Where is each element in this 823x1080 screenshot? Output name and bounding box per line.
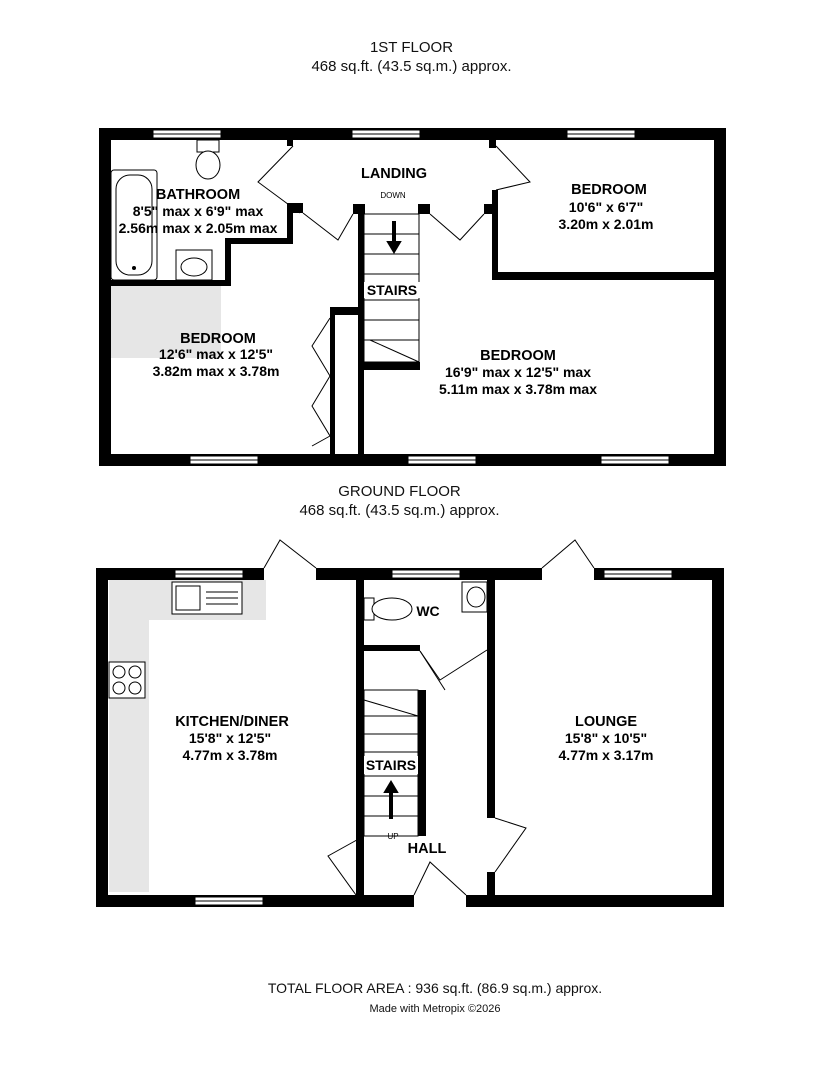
down-label: DOWN (380, 191, 406, 200)
toilet-cistern (196, 139, 220, 153)
wall (287, 203, 303, 213)
bedroom-main-dim-metric: 5.11m max x 3.78m max (439, 381, 597, 397)
wall (492, 272, 722, 280)
wall (287, 140, 293, 146)
bathroom-label: BATHROOM (156, 187, 240, 203)
door-swing (257, 145, 301, 214)
lounge-label: LOUNGE (575, 714, 637, 730)
door-swing (263, 539, 317, 569)
door-swing (541, 539, 595, 569)
wall (96, 568, 108, 906)
stairs-label-bg (364, 282, 420, 298)
hob-ring (128, 665, 142, 679)
wall (99, 128, 111, 466)
hob-ring (128, 681, 142, 695)
kitchen-label: KITCHEN/DINER (175, 714, 289, 730)
credit: Made with Metropix ©2026 (369, 1003, 501, 1015)
basin-bowl (180, 257, 208, 277)
wall (358, 210, 364, 466)
wardrobe-doors (311, 317, 331, 447)
stairs-label-bg (364, 756, 418, 774)
wall (353, 204, 365, 214)
first-floor-plan: BATHROOM 8'5" max x 6'9" max 2.56m max x… (99, 128, 726, 466)
first-floor-area: 468 sq.ft. (43.5 sq.m.) approx. (311, 58, 512, 75)
wall (712, 568, 724, 906)
bathroom-dim-imperial: 8'5" max x 6'9" max (133, 203, 264, 219)
kitchen-dim-imperial: 15'8" x 12'5" (189, 730, 271, 746)
wall (356, 568, 364, 895)
first-floor-title: 1ST FLOOR (369, 39, 454, 56)
wall (489, 140, 496, 148)
bedroom-main-dim-imperial: 16'9" max x 12'5" max (445, 364, 591, 380)
bedroom-left-dim-metric: 3.82m max x 3.78m (153, 363, 280, 379)
door-swing (495, 145, 531, 191)
lounge-dim-imperial: 15'8" x 10'5" (565, 730, 647, 746)
door-swing (327, 835, 365, 896)
stairs-label: STAIRS (366, 757, 416, 773)
arrow-up-icon (383, 780, 399, 819)
wc-label: WC (416, 603, 439, 619)
toilet-bowl (195, 150, 221, 180)
wall (356, 645, 420, 651)
wall (330, 307, 364, 315)
bedroom-left-label: BEDROOM (180, 331, 256, 347)
hob (108, 661, 146, 699)
door-swing (494, 817, 527, 873)
wall (714, 128, 726, 466)
sink-bowl (175, 585, 201, 611)
wall (418, 690, 426, 836)
wall (487, 568, 495, 818)
ground-floor-title: GROUND FLOOR (338, 483, 461, 500)
worktop (109, 580, 149, 892)
wall (287, 216, 293, 244)
bedroom-right-label: BEDROOM (571, 182, 647, 198)
door-swing (419, 650, 446, 691)
door-swing (413, 861, 467, 896)
stair-treads (364, 233, 420, 363)
wall (99, 280, 229, 286)
wall (99, 201, 109, 241)
landing-label: LANDING (361, 166, 427, 182)
bathroom-dim-metric: 2.56m max x 2.05m max (119, 220, 278, 236)
wall (225, 238, 291, 244)
wall (484, 204, 496, 214)
wall (466, 895, 724, 907)
door-swing (419, 649, 488, 681)
bedroom-right-dim-imperial: 10'6" x 6'7" (569, 199, 643, 215)
wall (330, 307, 335, 460)
wall (418, 204, 430, 214)
shading (111, 283, 221, 358)
up-label: UP (387, 832, 398, 841)
stairs-label: STAIRS (367, 282, 417, 298)
hall-label: HALL (408, 841, 447, 857)
wall (492, 190, 498, 278)
arrow-down-icon (386, 221, 402, 254)
wall (225, 240, 231, 286)
wall (358, 362, 420, 370)
door-swing (429, 213, 485, 241)
kitchen-dim-metric: 4.77m x 3.78m (183, 747, 278, 763)
door-swing (302, 212, 354, 241)
bath-tap (132, 266, 136, 270)
bedroom-main-label: BEDROOM (480, 348, 556, 364)
ground-floor-plan: KITCHEN/DINER 15'8" x 12'5" 4.77m x 3.78… (96, 539, 724, 907)
lounge-dim-metric: 4.77m x 3.17m (559, 747, 654, 763)
bedroom-right-dim-metric: 3.20m x 2.01m (559, 216, 654, 232)
hob-ring (112, 665, 126, 679)
stair-treads (363, 699, 419, 817)
total-floor-area: TOTAL FLOOR AREA : 936 sq.ft. (86.9 sq.m… (267, 980, 603, 996)
toilet-bowl (371, 597, 413, 621)
bath-inner (115, 174, 153, 276)
wall (487, 872, 495, 906)
basin-bowl (466, 586, 486, 608)
bedroom-left-dim-imperial: 12'6" max x 12'5" (159, 346, 273, 362)
hob-ring (112, 681, 126, 695)
ground-floor-area: 468 sq.ft. (43.5 sq.m.) approx. (299, 502, 500, 519)
